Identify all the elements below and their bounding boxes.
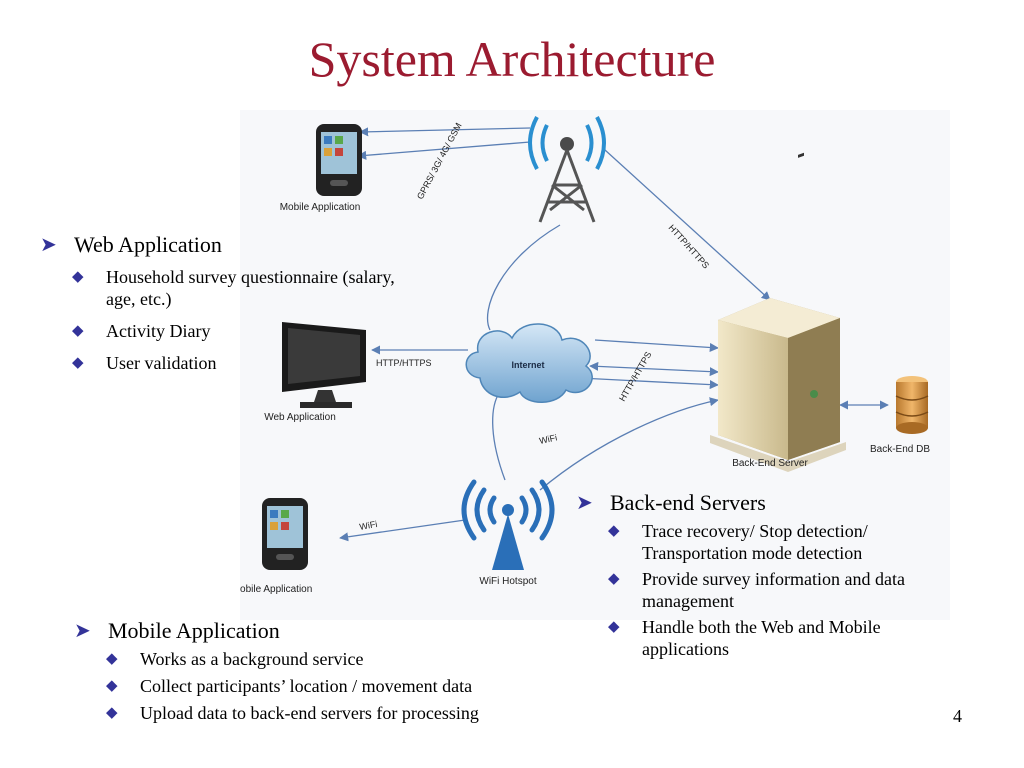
line-internet-server-2 [589,361,719,377]
wifi-hotspot-label: WiFi Hotspot [479,576,536,587]
line-internet-server-1 [594,339,719,353]
edge-label-https-web: HTTP/HTTPS [376,358,432,368]
back-end-servers-section: ➤ Back-end Servers ◆ Trace recovery/ Sto… [576,490,976,660]
mobile-application-item: ◆ Upload data to back-end servers for pr… [106,703,479,723]
edge-label-wifi-mobile: WiFi [359,519,378,532]
mobile-application-item: ◆ Collect participants’ location / movem… [106,676,473,696]
diamond-bullet-icon: ◆ [106,651,118,667]
mobile-bottom-label: Mobile Application [240,584,312,595]
internet-label: Internet [511,360,544,370]
diamond-bullet-icon: ◆ [608,571,620,587]
internet-cloud-icon [465,323,593,403]
mobile-phone-top-icon [316,124,362,196]
connections [339,127,889,542]
line-tower-internet [486,224,561,331]
diamond-bullet-icon: ◆ [106,705,118,721]
back-end-servers-heading: ➤ Back-end Servers [576,490,766,515]
line-hotspot-mobile [339,519,466,542]
server-label: Back-End Server [732,458,808,469]
web-application-heading: ➤ Web Application [40,232,222,257]
diamond-bullet-icon: ◆ [72,355,84,371]
web-application-section: ➤ Web Application ◆ Household survey que… [40,232,430,374]
mobile-phone-bottom-icon [262,498,308,570]
monitor-icon [282,322,366,408]
back-end-servers-item: ◆ Provide survey information and data ma… [608,569,905,611]
mobile-application-section: ➤ Mobile Application ◆ Works as a backgr… [74,618,614,724]
slide-title: System Architecture [308,31,716,87]
db-label: Back-End DB [870,444,930,455]
page-number: 4 [953,706,962,726]
line-tower-mobile-2 [357,141,531,160]
line-hotspot-internet [492,394,506,481]
arrow-bullet-icon: ➤ [74,620,91,642]
database-icon [895,376,929,434]
web-application-item: ◆ User validation [72,353,217,373]
mobile-top-label: Mobile Application [280,202,361,213]
web-application-item: ◆ Household survey questionnaire (salary… [72,267,395,309]
line-tower-mobile-1 [359,127,531,137]
web-application-item: ◆ Activity Diary [72,321,211,341]
diamond-bullet-icon: ◆ [608,619,620,635]
arrow-bullet-icon: ➤ [576,492,593,514]
mobile-application-item: ◆ Works as a background service [106,649,364,669]
diamond-bullet-icon: ◆ [72,269,84,285]
line-internet-server-3 [579,377,719,390]
back-end-servers-item: ◆ Trace recovery/ Stop detection/ Transp… [608,521,868,563]
diamond-bullet-icon: ◆ [608,523,620,539]
diamond-bullet-icon: ◆ [72,323,84,339]
arrow-bullet-icon: ➤ [40,234,57,256]
wifi-hotspot-icon [461,479,555,570]
architecture-diagram: Mobile Application Web Application Inter… [240,110,950,620]
line-tower-server [604,149,771,301]
mobile-application-heading: ➤ Mobile Application [74,618,280,643]
back-end-servers-item: ◆ Handle both the Web and Mobile applica… [608,617,881,659]
line-hotspot-server [539,397,719,491]
cell-tower-icon [528,116,606,223]
web-app-label: Web Application [264,412,336,423]
diamond-bullet-icon: ◆ [106,678,118,694]
edge-label-wifi-internet: WiFi [538,432,558,446]
server-icon [710,152,846,472]
